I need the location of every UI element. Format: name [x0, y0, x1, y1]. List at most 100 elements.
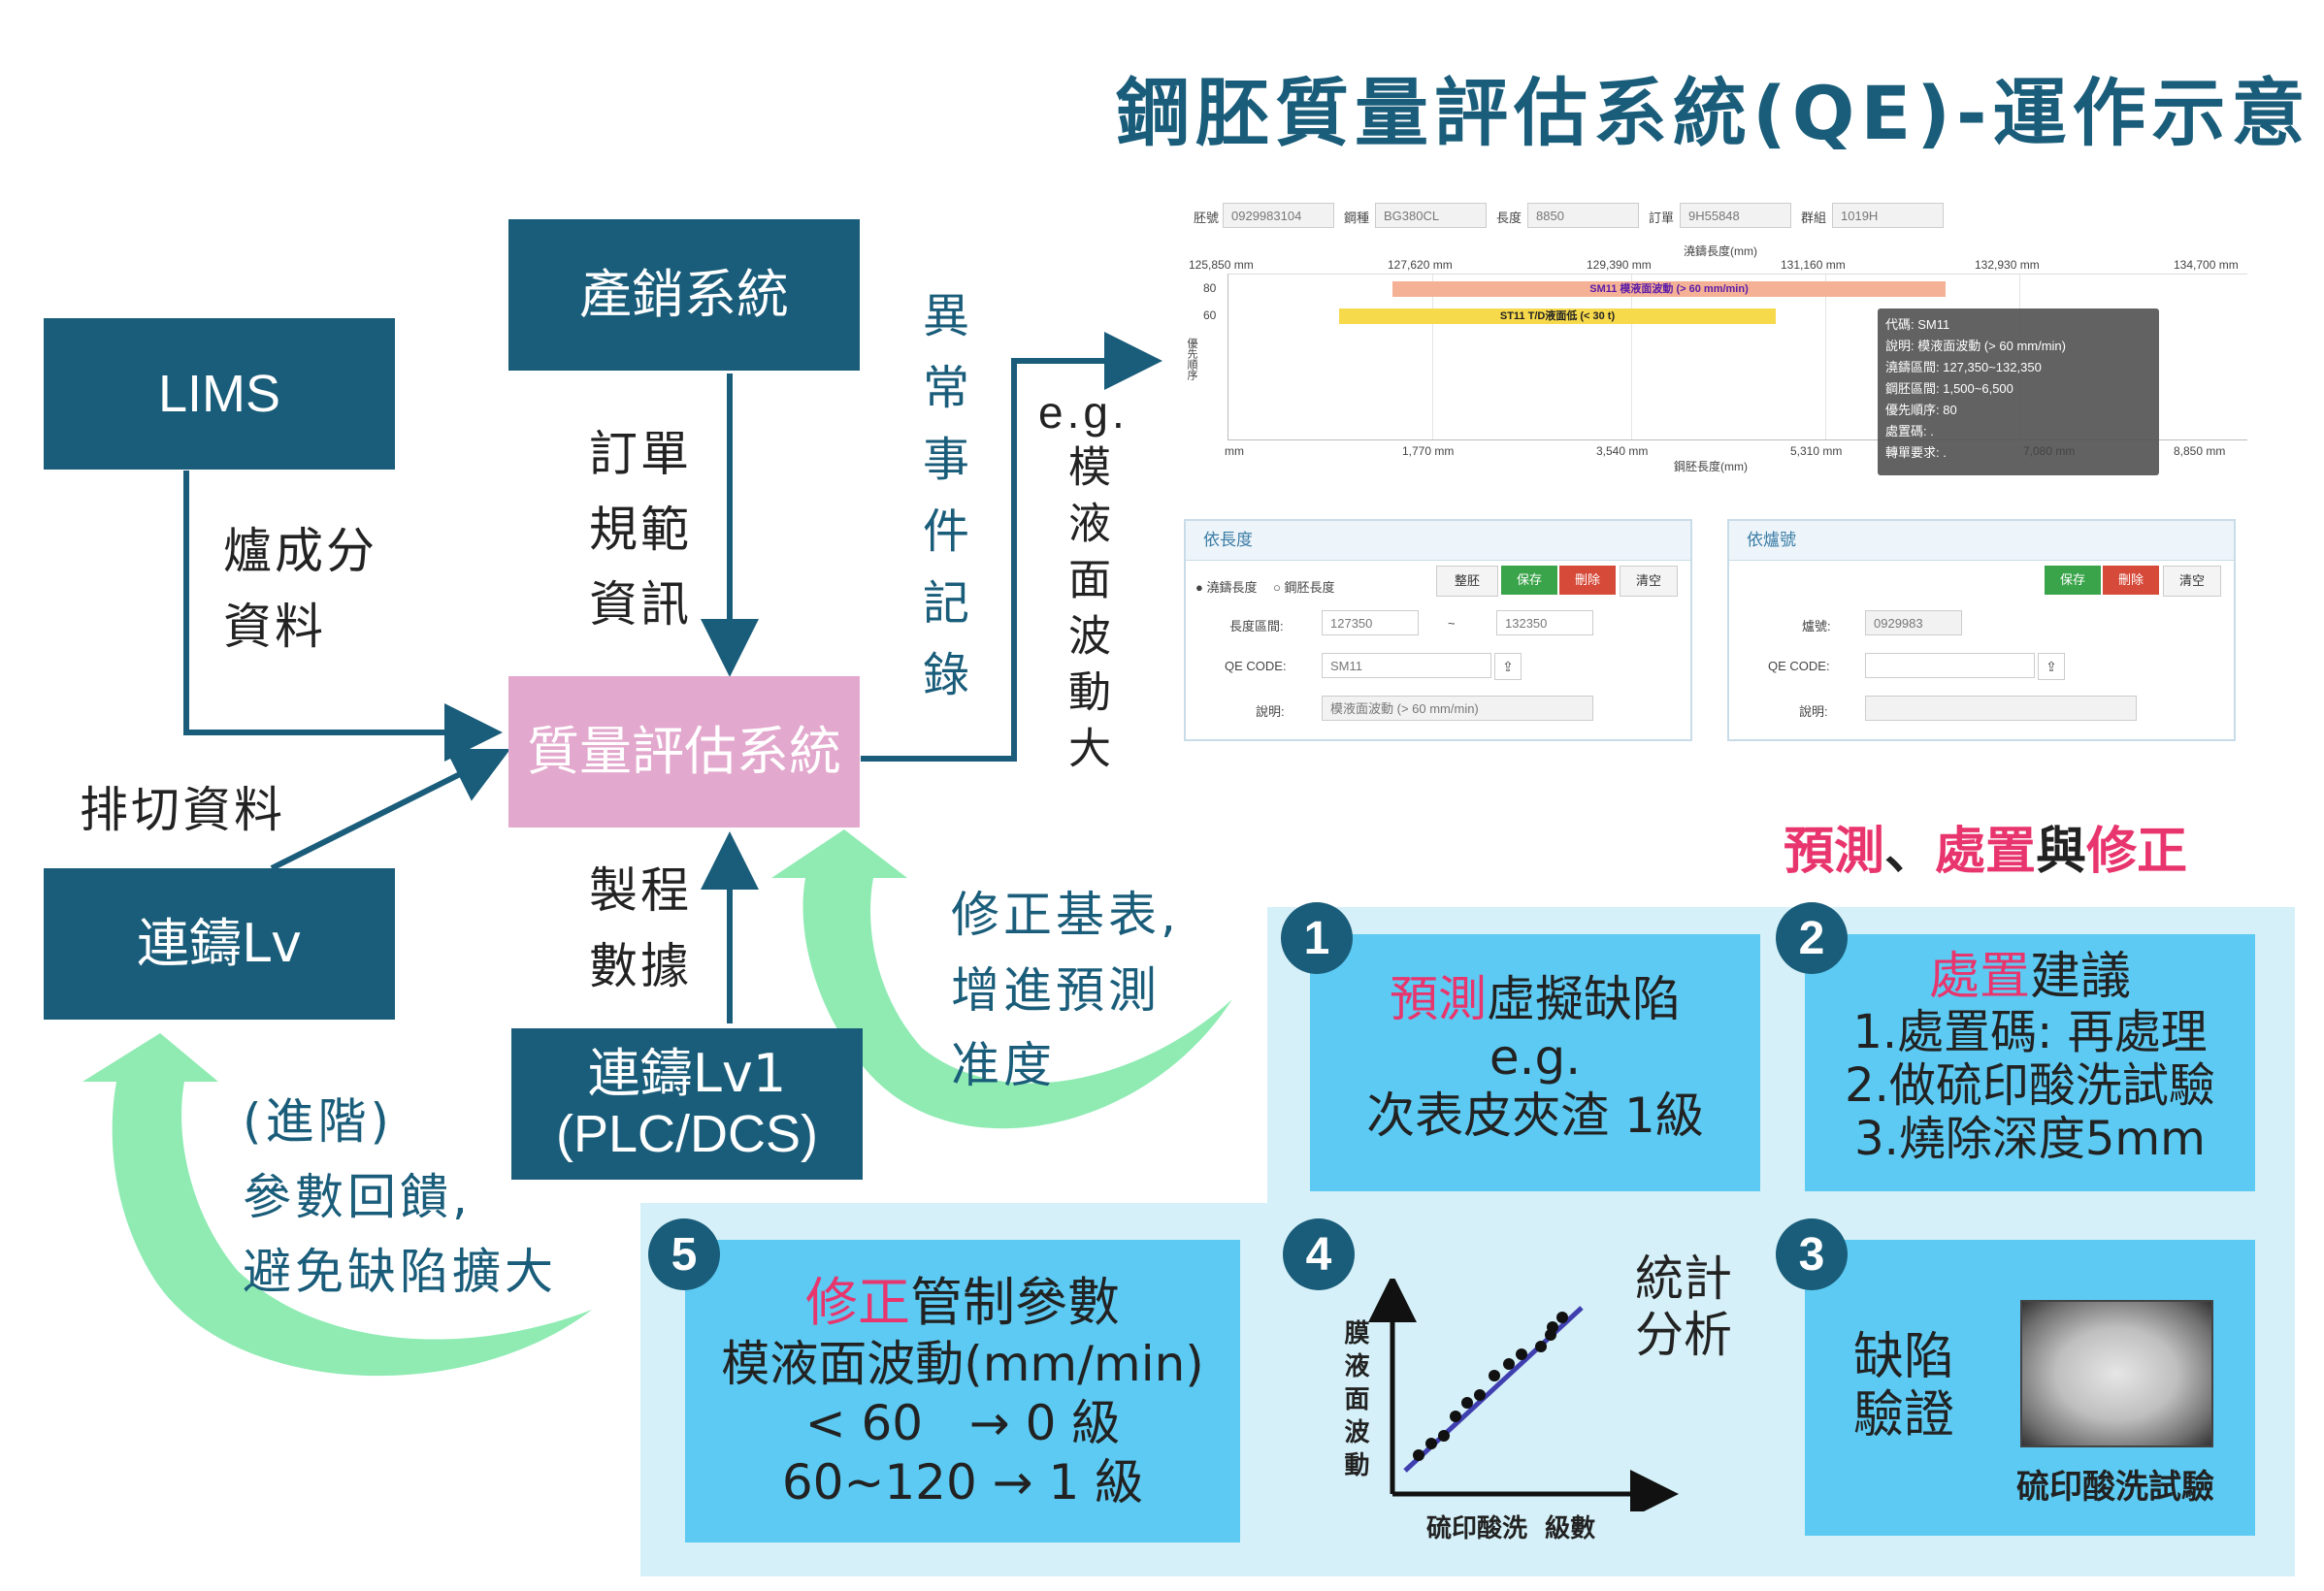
- card-fix-rest: 管制參數: [910, 1272, 1120, 1333]
- ui-delete-button[interactable]: 刪除: [2103, 566, 2159, 595]
- ui-event-bar-st11[interactable]: ST11 T/D液面低 (< 30 t): [1339, 308, 1776, 324]
- card-predict-line2: e.g.: [1489, 1029, 1582, 1086]
- ui-heat-field[interactable]: 0929983: [1865, 610, 1962, 635]
- card-handle-line2: 1.處置碼: 再處理: [1852, 1005, 2208, 1060]
- ui-event-bar-sm11[interactable]: SM11 模液面波動 (> 60 mm/min): [1392, 281, 1946, 297]
- ui-top-tick: 127,620 mm: [1388, 258, 1453, 272]
- ui-whole-slab-button[interactable]: 整胚: [1436, 566, 1498, 597]
- card-handle-hl: 處置: [1928, 948, 2030, 1006]
- ui-header-label: 鋼種: [1344, 211, 1370, 225]
- card-stat-title-line1: 統計: [1635, 1250, 1732, 1307]
- card-verify-caption: 硫印酸洗試驗: [2016, 1468, 2214, 1507]
- ui-radio-slab-length[interactable]: ○ 鋼胚長度: [1273, 580, 1335, 595]
- ui-tooltip-line: 代碼: SM11: [1885, 317, 1950, 332]
- ui-bottom-tick: 1,770 mm: [1402, 444, 1455, 458]
- fix-label-line2: 增進預測: [951, 961, 1161, 1019]
- ui-length-field[interactable]: 8850: [1527, 203, 1639, 228]
- ui-desc-field[interactable]: 模液面波動 (> 60 mm/min): [1322, 696, 1593, 721]
- order-label-line1: 訂單: [589, 426, 692, 482]
- card-verify-line1: 缺陷: [1853, 1328, 1955, 1386]
- furnace-label: 爐成分 資料: [223, 514, 377, 665]
- ui-delete-button[interactable]: 刪除: [1559, 566, 1616, 595]
- abnormal-event-label: 異常事件記錄: [914, 291, 968, 722]
- furnace-label-line1: 爐成分: [223, 523, 377, 579]
- card-handle-line3: 2.做硫印酸洗試驗: [1845, 1057, 2215, 1113]
- ui-gridline: [1825, 275, 1826, 439]
- ui-order-field[interactable]: 9H55848: [1680, 203, 1791, 228]
- ui-tooltip-line: 說明: 模液面波動 (> 60 mm/min): [1885, 339, 2066, 353]
- ui-tooltip-line: 處置碼: .: [1885, 424, 1934, 438]
- ui-range-to-field[interactable]: 132350: [1496, 610, 1593, 635]
- ui-range-from-field[interactable]: 127350: [1322, 610, 1419, 635]
- caster-lv-box: 連鑄Lv: [44, 868, 395, 1020]
- card-predict-number: 1: [1281, 902, 1353, 974]
- ui-clear-button[interactable]: 清空: [2163, 566, 2221, 597]
- ui-bottom-tick: 7,080 mm: [2023, 444, 2076, 458]
- qe-system-box: 質量評估系統: [508, 676, 860, 828]
- process-label-line1: 製程: [589, 862, 692, 919]
- card-fix-line4: 60~120 → 1 級: [781, 1453, 1144, 1510]
- process-label-line2: 數據: [589, 937, 692, 994]
- section-title-handle: 處置: [1935, 823, 2037, 881]
- ui-save-button[interactable]: 保存: [2045, 566, 2101, 595]
- card-fix-line3: < 60 → 0 級: [804, 1394, 1121, 1451]
- card-fix-line1: 修正管制參數: [685, 1271, 1240, 1335]
- advanced-label-line1: (進階): [243, 1093, 394, 1150]
- ui-tooltip-line: 澆鑄區間: 127,350~132,350: [1885, 360, 2042, 374]
- ui-radio-cast-length[interactable]: ● 澆鑄長度: [1195, 580, 1258, 595]
- ui-gridline: [1631, 275, 1632, 439]
- defect-image-icon: [2020, 1300, 2213, 1447]
- ui-panel-by-length: 依長度 ● 澆鑄長度 ○ 鋼胚長度 整胚 保存 刪除 清空 長度區間: 1273…: [1184, 519, 1692, 741]
- ui-clear-button[interactable]: 清空: [1620, 566, 1678, 597]
- card-predict-hl: 預測: [1390, 971, 1487, 1027]
- eg-label-line1: e.g.: [1038, 387, 1129, 438]
- ui-picker-icon[interactable]: ⇪: [1494, 653, 1522, 680]
- caster-lv1-line2: (PLC/DCS): [555, 1105, 819, 1163]
- ui-top-tick: 134,700 mm: [2174, 258, 2239, 272]
- ui-qe-code-label: QE CODE:: [1768, 659, 1830, 673]
- ui-range-sep: ~: [1448, 616, 1456, 631]
- section-title-sep2: 與: [2036, 823, 2087, 881]
- ui-qe-code-field[interactable]: SM11: [1322, 653, 1491, 678]
- ui-tooltip-line: 優先順序: 80: [1885, 403, 1957, 417]
- fix-label-line1: 修正基表,: [951, 887, 1180, 943]
- ui-gridline: [1432, 275, 1433, 439]
- ui-group-field[interactable]: 1019H: [1832, 203, 1944, 228]
- ui-panel-by-length-title: 依長度: [1186, 521, 1690, 561]
- ui-panel-by-heat-title: 依爐號: [1729, 521, 2234, 561]
- order-label-line2: 規範: [589, 501, 692, 558]
- ui-desc-label: 說明:: [1799, 704, 1828, 719]
- arrow-icon: [861, 332, 1162, 762]
- ui-top-tick: 125,850 mm: [1189, 258, 1254, 272]
- eg-detail-label: 模液面波動大: [1061, 444, 1110, 782]
- card-verify-line2: 驗證: [1853, 1385, 1955, 1445]
- process-label: 製程 數據: [589, 854, 692, 1004]
- card-handle-text: 處置建議 1.處置碼: 再處理 2.做硫印酸洗試驗 3.燒除深度5mm: [1805, 948, 2255, 1165]
- card-predict-line1: 預測虛擬缺陷: [1310, 970, 1760, 1028]
- ui-slab-id-field[interactable]: 0929983104: [1223, 203, 1334, 228]
- card-verify-number: 3: [1776, 1218, 1848, 1290]
- ui-radio-cast-length-label: 澆鑄長度: [1206, 580, 1258, 595]
- caster-lv1-line1: 連鑄Lv1: [587, 1042, 787, 1104]
- caster-lv1-box: 連鑄Lv1 (PLC/DCS): [511, 1028, 863, 1180]
- ui-desc-field[interactable]: [1865, 696, 2137, 721]
- qe-ui-screenshot: 胚號 0929983104 鋼種 BG380CL 長度 8850 訂單 9H55…: [1184, 194, 2261, 747]
- ui-y-axis-title: 優先順序: [1186, 338, 1197, 380]
- sales-system-box: 產銷系統: [508, 219, 860, 371]
- curved-arrow-icon: [771, 829, 1232, 1129]
- ui-qe-code-label: QE CODE:: [1225, 659, 1287, 673]
- card-stat-ylabel: 膜液面波動: [1340, 1319, 1369, 1484]
- card-predict-rest: 虛擬缺陷: [1487, 971, 1681, 1027]
- ui-bottom-axis-title: 鋼胚長度(mm): [1674, 460, 1748, 473]
- ui-header-label: 胚號: [1194, 211, 1220, 225]
- card-predict-text: 預測虛擬缺陷 e.g. 次表皮夾渣 1級: [1310, 970, 1760, 1145]
- ui-top-tick: 129,390 mm: [1587, 258, 1652, 272]
- ui-steel-grade-field[interactable]: BG380CL: [1375, 203, 1487, 228]
- fix-label: 修正基表, 增進預測 准度: [951, 878, 1180, 1104]
- ui-qe-code-field[interactable]: [1865, 653, 2035, 678]
- ui-picker-icon[interactable]: ⇪: [2038, 653, 2065, 680]
- advanced-label-line2: 參數回饋,: [243, 1168, 472, 1225]
- section-title: 預測、處置與修正: [1784, 810, 2187, 883]
- ui-save-button[interactable]: 保存: [1501, 566, 1557, 595]
- ui-tooltip-line: 鋼胚區間: 1,500~6,500: [1885, 381, 2013, 396]
